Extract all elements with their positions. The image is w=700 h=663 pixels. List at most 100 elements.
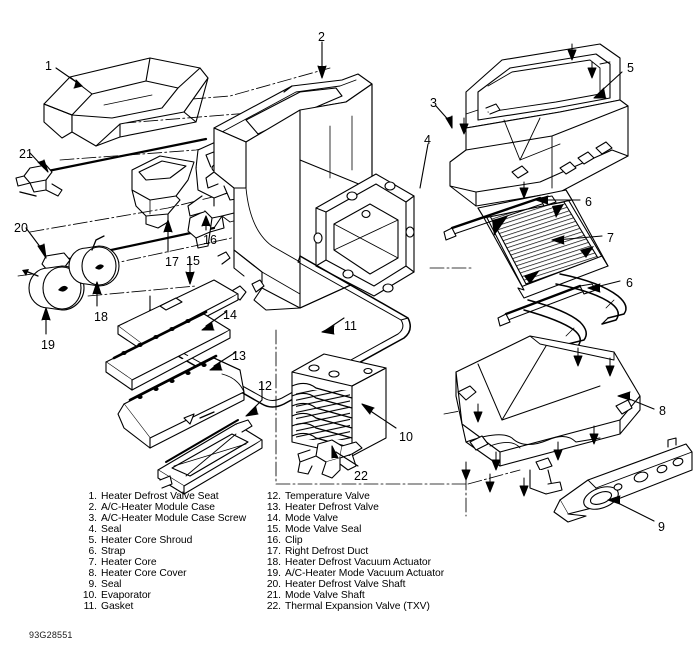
callout-18: 18 — [94, 310, 108, 324]
callout-1: 1 — [45, 59, 52, 73]
legend-number: 11. — [83, 600, 97, 612]
part-18-heater-defrost-vacuum-actuator — [68, 235, 120, 287]
legend-item: 18.Heater Defrost Vacuum Actuator — [262, 556, 492, 569]
part-17-right-defrost-duct — [131, 155, 195, 229]
legend-label: Right Defrost Duct — [285, 545, 369, 557]
part-4-seal — [313, 173, 415, 297]
callout-11: 11 — [344, 319, 357, 333]
legend-number: 5. — [88, 534, 98, 546]
callout-2: 2 — [318, 30, 325, 44]
legend-label: Evaporator — [101, 589, 151, 601]
legend-number: 8. — [88, 567, 98, 579]
part-10-evaporator — [291, 353, 387, 457]
legend-number: 2. — [88, 501, 98, 513]
legend-column-right: 12. Temperature Valve 13. Heater Defrost V… — [262, 491, 492, 613]
heater-core-hoses — [523, 273, 627, 351]
legend-item: 14.Mode Valve — [262, 512, 492, 525]
callout-19: 19 — [41, 338, 55, 352]
legend-item: 11. Gasket — [78, 600, 268, 613]
callout-6-lower: 6 — [626, 276, 633, 290]
legend-number: 4. — [88, 523, 98, 535]
part-12-temperature-valve — [157, 419, 263, 495]
legend-item: 10. Evaporator — [78, 589, 268, 602]
legend-number: 13. — [266, 501, 281, 513]
legend-item: 16. Clip — [262, 534, 492, 547]
legend-number: 16. — [266, 534, 281, 546]
legend-label: Heater Defrost Vacuum Actuator — [285, 556, 431, 568]
legend-item: 2.A/C-Heater Module Case — [78, 501, 268, 514]
legend-item: 12. Temperature Valve — [262, 491, 492, 503]
callout-9: 9 — [658, 520, 665, 534]
legend-item: 13. Heater Defrost Valve — [262, 501, 492, 514]
legend-number: 7. — [88, 556, 98, 568]
callout-20: 20 — [14, 221, 28, 235]
part-7-heater-core — [477, 189, 609, 299]
callout-21: 21 — [19, 147, 33, 161]
legend-item: 15. Mode Valve Seal — [262, 523, 492, 536]
legend-label: Heater Defrost Valve Seat — [101, 491, 219, 502]
legend-item: 17. Right Defrost Duct — [262, 545, 492, 558]
legend-label: Strap — [101, 545, 126, 557]
legend-label: Seal — [101, 578, 122, 590]
legend-item: 4.Seal — [78, 523, 268, 536]
legend-item: 1.Heater Defrost Valve Seat — [78, 491, 268, 503]
legend-label: Heater Core Cover — [101, 567, 187, 579]
legend-label: Temperature Valve — [285, 491, 370, 502]
callout-5: 5 — [627, 61, 634, 75]
legend-item: 5.Heater Core Shroud — [78, 534, 268, 547]
legend-label: Heater Defrost Valve — [285, 501, 379, 513]
legend-label: Clip — [285, 534, 303, 546]
callout-4: 4 — [424, 133, 431, 147]
legend-number: 10. — [82, 589, 97, 601]
legend-number: 15. — [266, 523, 281, 535]
callout-7: 7 — [607, 231, 614, 245]
legend-item: 20.Heater Defrost Valve Shaft — [262, 578, 492, 591]
callout-leader-lines — [25, 41, 655, 522]
part-8-heater-core-cover — [455, 335, 641, 495]
legend-item: 7.Heater Core — [78, 556, 268, 569]
callout-22: 22 — [354, 469, 368, 483]
callout-15: 15 — [186, 254, 200, 268]
figure-id-code: 93G28551 — [29, 630, 73, 640]
legend-label: Seal — [101, 523, 122, 535]
legend-number: 6. — [88, 545, 98, 557]
legend-item: 22. Thermal Expansion Valve (TXV) — [262, 600, 492, 613]
legend-number: 14. — [266, 512, 281, 524]
legend-number: 12. — [266, 491, 281, 502]
callout-12: 12 — [258, 379, 272, 393]
legend-label: Mode Valve Seal — [285, 523, 362, 535]
legend-item: 21.Mode Valve Shaft — [262, 589, 492, 602]
legend-number: 22. — [266, 600, 281, 612]
part-1-heater-defrost-valve-seat — [43, 57, 209, 147]
legend-label: Gasket — [101, 600, 134, 612]
callout-8: 8 — [659, 404, 666, 418]
legend-item: 8.Heater Core Cover — [78, 567, 268, 580]
callout-16: 16 — [203, 233, 217, 247]
legend-item: 9.Seal — [78, 578, 268, 591]
legend-number: 20. — [266, 578, 281, 590]
callout-17: 17 — [165, 255, 179, 269]
callout-14: 14 — [223, 308, 237, 322]
legend-item: 3.A/C-Heater Module Case Screw — [78, 512, 268, 525]
legend-label: A/C-Heater Mode Vacuum Actuator — [285, 567, 445, 579]
legend-number: 17. — [266, 545, 281, 557]
legend-number: 19. — [266, 567, 281, 579]
legend-number: 1. — [88, 491, 98, 502]
legend-label: Heater Core Shroud — [101, 534, 193, 546]
legend-column-left: 1.Heater Defrost Valve Seat 2.A/C-Heater… — [78, 491, 268, 613]
part-13-heater-defrost-valve — [117, 354, 245, 449]
legend-label: A/C-Heater Module Case — [101, 501, 215, 513]
legend-label: Heater Core — [101, 556, 157, 568]
callout-3: 3 — [430, 96, 437, 110]
legend-number: 3. — [88, 512, 98, 524]
legend-label: Thermal Expansion Valve (TXV) — [285, 600, 430, 612]
legend-item: 6.Strap — [78, 545, 268, 558]
parts-legend: 1.Heater Defrost Valve Seat 2.A/C-Heater… — [0, 491, 700, 617]
legend-label: Mode Valve Shaft — [285, 589, 365, 601]
legend-number: 9. — [88, 578, 98, 590]
legend-item: 19. A/C-Heater Mode Vacuum Actuator — [262, 567, 492, 580]
part-3-ac-heater-module-case-screws — [459, 43, 597, 199]
heater-core-cover-screws — [461, 347, 615, 497]
